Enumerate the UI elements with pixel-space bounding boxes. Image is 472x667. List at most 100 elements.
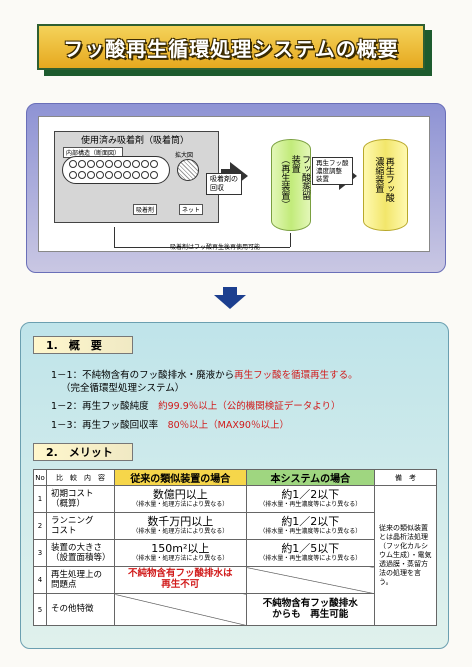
row-no: 2: [33, 512, 47, 540]
row-item: ランニング コスト: [46, 512, 115, 540]
merit-table: No 比 較 内 容 従来の類似装置の場合 本システムの場合 備 考 1 初期コ…: [33, 469, 437, 626]
overview-line-2: 1－2：再生フッ酸純度 約99.9％以上（公的機関検証データより）: [51, 398, 341, 412]
bead-icon: [150, 160, 158, 168]
bead-icon: [123, 170, 131, 179]
row-conventional: 不純物含有フッ酸排水は 再生不可: [114, 566, 247, 594]
row-conventional: 150m²以上（排水量・処理方法により異なる）: [114, 539, 247, 567]
used-adsorbent-box: 使用済み吸着剤（吸着筒） 内部構造（断面図） 拡大図 吸着剤 ネット: [54, 131, 219, 223]
bead-icon: [87, 170, 95, 179]
ours-sub: （排水量・再生濃度等により異なる）: [259, 554, 362, 562]
return-line-bottom: [114, 247, 290, 248]
header-conventional: 従来の類似装置の場合: [114, 469, 247, 486]
row-item: 再生処理上の 問題点: [46, 566, 115, 594]
bead-icon: [87, 160, 95, 168]
bead-icon: [105, 170, 113, 179]
conv-main: 数億円以上: [152, 488, 208, 502]
bead-icon: [69, 170, 77, 179]
row-conventional-empty: [114, 593, 247, 626]
recovery-label: 吸着剤の 回収: [206, 173, 242, 195]
row-conventional: 数千万円以上（排水量・処理方法により異なる）: [114, 512, 247, 540]
row-no: 4: [33, 566, 47, 594]
down-arrow-shaft: [223, 287, 237, 296]
adsorbent-label: 吸着剤: [133, 204, 158, 215]
ours-main: 約1／5以下: [281, 542, 340, 556]
ours-sub: （排水量・再生濃度等により異なる）: [259, 500, 362, 508]
bead-icon: [132, 170, 140, 179]
conv-sub: （排水量・処理方法により異なる）: [132, 554, 229, 562]
bead-icon: [78, 170, 86, 179]
bead-icon: [114, 170, 122, 179]
down-arrow-icon: [214, 295, 246, 309]
header-remarks: 備 考: [374, 469, 437, 486]
net-label: ネット: [179, 204, 204, 215]
info-panel: 1. 概 要 1－1：不純物含有のフッ酸排水・廃液から再生フッ酸を循環再生する。…: [20, 322, 449, 649]
conv-sub: （排水量・処理方法により異なる）: [132, 527, 229, 535]
process-diagram: 使用済み吸着剤（吸着筒） 内部構造（断面図） 拡大図 吸着剤 ネット 吸着剤の …: [26, 103, 446, 273]
table-header-row: No 比 較 内 容 従来の類似装置の場合 本システムの場合 備 考: [33, 469, 437, 486]
bead-icon: [141, 170, 149, 179]
row-no: 5: [33, 593, 47, 626]
zoom-circle-illustration: [177, 159, 199, 181]
table-row: 2 ランニング コスト 数千万円以上（排水量・処理方法により異なる） 約1／2以…: [33, 512, 437, 540]
ours-sub: （排水量・再生濃度等により異なる）: [259, 527, 362, 535]
row-ours: 不純物含有フッ酸排水 からも 再生可能: [245, 593, 376, 626]
bead-icon: [69, 160, 77, 168]
table-row: 1 初期コスト （概算） 数億円以上（排水量・処理方法により異なる） 約1／2以…: [33, 485, 437, 626]
overview-heading: 1. 概 要: [33, 336, 133, 354]
concentrate-unit: 再生フッ酸 濃縮装置: [363, 139, 408, 231]
row-item: 装置の大きさ （設置面積等）: [46, 539, 115, 567]
distillation-unit: フッ酸蒸留 装置 （再生装置）: [271, 139, 311, 231]
row-item: その他特徴: [46, 593, 115, 626]
overview-line-3-highlight: 80％以上（MAX90％以上）: [167, 420, 289, 431]
overview-line-3: 1－3：再生フッ酸回収率 80％以上（MAX90％以上）: [51, 417, 289, 431]
title-banner: フッ酸再生循環処理システムの概要: [37, 24, 425, 70]
bead-icon: [96, 160, 104, 168]
bead-icon: [78, 160, 86, 168]
overview-line-2-prefix: 1－2：再生フッ酸純度: [51, 401, 159, 412]
bead-icon: [132, 160, 140, 168]
overview-line-3-prefix: 1－3：再生フッ酸回収率: [51, 420, 168, 431]
header-item: 比 較 内 容: [46, 469, 115, 486]
bead-icon: [141, 160, 149, 168]
distill-label: フッ酸蒸留 装置 （再生装置）: [279, 155, 311, 209]
conv-main: 数千万円以上: [147, 515, 214, 529]
conc-adjust-label: 再生フッ酸 濃度調整 装置: [312, 157, 353, 186]
row-ours: 約1／2以下（排水量・再生濃度等により異なる）: [245, 485, 376, 513]
row-no: 1: [33, 485, 47, 513]
diagram-canvas: 使用済み吸着剤（吸着筒） 内部構造（断面図） 拡大図 吸着剤 ネット 吸着剤の …: [38, 116, 430, 252]
adsorbent-beads-illustration: [62, 156, 170, 184]
bead-icon: [96, 170, 104, 179]
overview-line-1: 1－1：不純物含有のフッ酸排水・廃液から再生フッ酸を循環再生する。: [51, 367, 358, 381]
header-no: No: [33, 469, 47, 486]
table-row: 5 その他特徴 不純物含有フッ酸排水 からも 再生可能: [33, 593, 437, 626]
row-ours: 約1／5以下（排水量・再生濃度等により異なる）: [245, 539, 376, 567]
header-ours: 本システムの場合: [245, 469, 376, 486]
bead-icon: [150, 170, 158, 179]
table-row: 3 装置の大きさ （設置面積等） 150m²以上（排水量・処理方法により異なる）…: [33, 539, 437, 567]
row-item: 初期コスト （概算）: [46, 485, 115, 513]
adsorbent-box-title: 使用済み吸着剤（吸着筒）: [81, 136, 190, 146]
return-line-left: [114, 227, 115, 247]
row-ours: 約1／2以下（排水量・再生濃度等により異なる）: [245, 512, 376, 540]
merit-heading: 2. メリット: [33, 443, 133, 461]
bead-icon: [123, 160, 131, 168]
bead-icon: [105, 160, 113, 168]
row-no: 3: [33, 539, 47, 567]
overview-line-1-sub: （完全循環型処理システム）: [61, 383, 185, 394]
table-row: 4 再生処理上の 問題点 不純物含有フッ酸排水は 再生不可: [33, 566, 437, 594]
bead-icon: [114, 160, 122, 168]
conv-main: 150m²以上: [151, 542, 210, 556]
concentrate-label: 再生フッ酸 濃縮装置: [373, 157, 394, 202]
remarks-text: 従来の類似装置とは晶析法処理（フッ化カルシウム生成）・電気透過膜・蒸留方法の処理…: [379, 523, 432, 587]
ours-main: 約1／2以下: [281, 488, 340, 502]
return-line-right: [290, 233, 291, 247]
conv-sub: （排水量・処理方法により異なる）: [132, 500, 229, 508]
return-label: 吸着剤はフッ酸再生後再使用可能: [170, 244, 261, 251]
overview-line-1-highlight: 再生フッ酸を循環再生する。: [234, 370, 358, 381]
overview-line-1-prefix: 1－1：不純物含有のフッ酸排水・廃液から: [51, 370, 235, 381]
ours-main: 約1／2以下: [281, 515, 340, 529]
row-ours-empty: [245, 566, 376, 594]
row-conventional: 数億円以上（排水量・処理方法により異なる）: [114, 485, 247, 513]
zoom-label: 拡大図: [175, 152, 194, 159]
